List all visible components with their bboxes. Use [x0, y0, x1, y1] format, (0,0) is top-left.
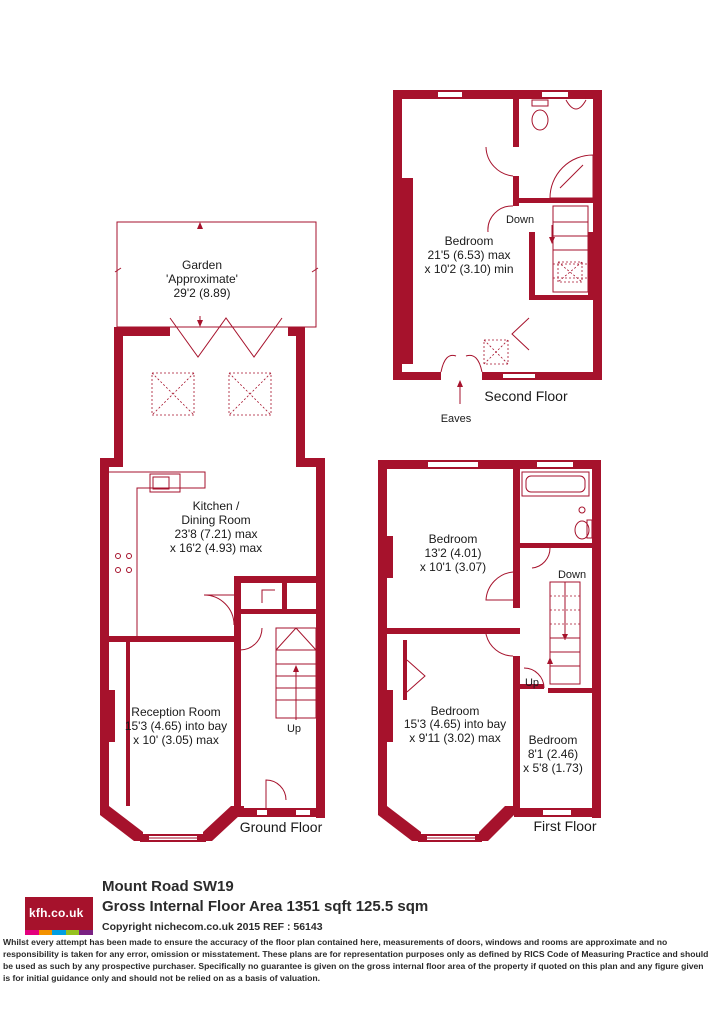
- logo-bar: [79, 930, 93, 935]
- second-floor-plan: Bedroom 21'5 (6.53) max x 10'2 (3.10) mi…: [393, 90, 602, 425]
- ground-walls: [100, 327, 325, 842]
- basin-icon: [578, 506, 586, 514]
- second-doors: [440, 146, 530, 373]
- logo-bar: [38, 930, 53, 935]
- garden-area: [114, 221, 319, 328]
- garden-label: Garden: [182, 258, 222, 272]
- garden-note: 'Approximate': [166, 272, 238, 286]
- ground-skylights: [151, 372, 272, 416]
- toilet-icon: [531, 109, 549, 131]
- copyright-line: Copyright nichecom.co.uk 2015 REF : 5614…: [102, 921, 323, 933]
- bedroom-small-label: Bedroom: [529, 733, 578, 747]
- ground-doors: [203, 589, 287, 808]
- floor-plan: Garden 'Approximate' 29'2 (8.89) Kitchen…: [100, 90, 602, 842]
- first-doors: [406, 547, 551, 693]
- second-walls: [393, 90, 602, 380]
- eaves-label: Eaves: [441, 413, 472, 425]
- ground-windows: [149, 329, 310, 840]
- stairs-down-arrow-icon: [562, 634, 568, 640]
- bedroom-bay-dims-1: 15'3 (4.65) into bay: [404, 717, 506, 731]
- toilet-icon: [574, 520, 590, 540]
- bedroom-front-dims-2: x 10'1 (3.07): [420, 560, 486, 574]
- bedroom-small-dims-1: 8'1 (2.46): [528, 747, 578, 761]
- reception-label: Reception Room: [131, 705, 220, 719]
- second-floor-label: Second Floor: [484, 388, 568, 404]
- bedroom-bay-dims-2: x 9'11 (3.02) max: [409, 731, 500, 745]
- first-bathroom: [521, 471, 593, 540]
- basin-icon: [565, 99, 587, 110]
- first-stairs-up-label: Up: [525, 677, 539, 689]
- first-stairs: [547, 581, 581, 685]
- shower-icon: [549, 154, 594, 199]
- second-stairs: [549, 205, 589, 293]
- second-bedroom-label: Bedroom: [445, 234, 494, 248]
- kitchen-label-2: Dining Room: [181, 513, 250, 527]
- logo-bar: [25, 930, 39, 935]
- first-windows: [427, 462, 573, 840]
- second-windows: [438, 92, 568, 378]
- bedroom-front-dims-1: 13'2 (4.01): [425, 546, 482, 560]
- first-stairs-down-label: Down: [558, 569, 586, 581]
- folding-doors: [169, 317, 283, 358]
- kitchen-dims-2: x 16'2 (4.93) max: [170, 541, 262, 555]
- bedroom-bay-label: Bedroom: [431, 704, 480, 718]
- bedroom-small-dims-2: x 5'8 (1.73): [523, 761, 583, 775]
- reception-dims-1: 15'3 (4.65) into bay: [125, 719, 227, 733]
- kfh-logo: kfh.co.uk: [25, 897, 93, 935]
- disclaimer-text: Whilst every attempt has been made to en…: [3, 937, 709, 983]
- ground-floor-label: Ground Floor: [240, 819, 323, 835]
- second-bathroom: [531, 99, 594, 199]
- kitchen-label-1: Kitchen /: [193, 499, 240, 513]
- logo-color-bars: [25, 930, 93, 935]
- second-skylight: [483, 339, 509, 365]
- hob-icon: [115, 553, 121, 559]
- property-address: Mount Road SW19: [102, 878, 234, 895]
- second-bedroom-dims-2: x 10'2 (3.10) min: [425, 262, 514, 276]
- second-stairs-down-label: Down: [506, 214, 534, 226]
- second-bedroom-dims-1: 21'5 (6.53) max: [428, 248, 511, 262]
- ground-stairs-up-label: Up: [287, 723, 301, 735]
- garden-arrow-icon: [197, 222, 203, 229]
- first-floor-label: First Floor: [534, 818, 597, 834]
- stairs-down-arrow-icon: [549, 237, 555, 244]
- ground-stairs: [275, 627, 317, 720]
- bedroom-front-label: Bedroom: [429, 532, 478, 546]
- logo-bar: [65, 930, 80, 935]
- ground-floor-plan: Garden 'Approximate' 29'2 (8.89) Kitchen…: [100, 221, 325, 842]
- garden-dims: 29'2 (8.89): [174, 286, 231, 300]
- sink-icon: [149, 473, 181, 493]
- logo-bar: [52, 930, 66, 935]
- first-floor-plan: Bedroom 13'2 (4.01) x 10'1 (3.07) Bedroo…: [378, 460, 601, 842]
- logo-text: kfh.co.uk: [29, 906, 84, 920]
- first-walls: [378, 460, 601, 842]
- bath-icon: [521, 471, 590, 497]
- eaves-arrow-icon: [457, 380, 463, 387]
- stairs-up-arrow-icon: [547, 657, 553, 664]
- floor-area: Gross Internal Floor Area 1351 sqft 125.…: [102, 898, 429, 915]
- kitchen-dims-1: 23'8 (7.21) max: [175, 527, 258, 541]
- kitchen-units: [109, 471, 206, 636]
- reception-dims-2: x 10' (3.05) max: [133, 733, 219, 747]
